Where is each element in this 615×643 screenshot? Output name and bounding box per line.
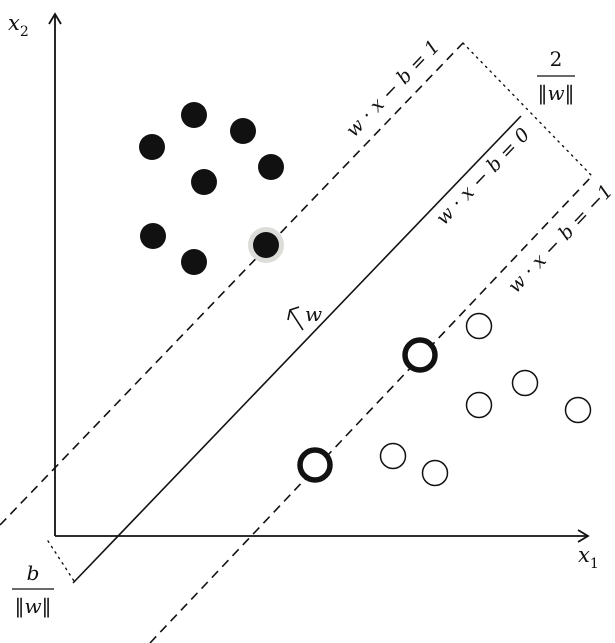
svg-text:‖w‖: ‖w‖ — [537, 81, 574, 106]
positive-point — [139, 134, 165, 160]
positive-point — [230, 118, 256, 144]
y-axis-label: x2 — [8, 11, 29, 40]
negative-point — [379, 442, 407, 470]
negative-class-points — [297, 312, 592, 487]
lower-margin-line — [149, 175, 593, 643]
margin-width-fraction: 2 ‖w‖ — [537, 47, 575, 106]
negative-point — [564, 396, 592, 424]
positive-point — [140, 223, 166, 249]
negative-support-vector — [402, 337, 438, 373]
x-axis-label: x1 — [578, 543, 599, 572]
svg-text:‖w‖: ‖w‖ — [14, 594, 51, 619]
lower-margin-label: w · x − b = −1 — [504, 180, 615, 297]
x-axis-arrowhead — [577, 529, 590, 543]
positive-point — [181, 102, 207, 128]
positive-point — [181, 249, 207, 275]
normal-vector — [287, 306, 304, 331]
svg-text:b: b — [27, 561, 40, 585]
upper-margin-line — [0, 42, 464, 526]
hyperplane-label: w · x − b = 0 — [432, 124, 535, 230]
normal-vector-label: w — [305, 302, 322, 326]
negative-point — [511, 369, 539, 397]
positive-point — [191, 169, 217, 195]
negative-point — [465, 312, 493, 340]
hyperplane-line — [72, 115, 522, 584]
margin-width-connector — [462, 42, 593, 177]
positive-class-points — [139, 102, 284, 275]
y-axis-arrowhead — [48, 12, 62, 25]
offset-connector — [47, 540, 77, 585]
svg-text:2: 2 — [550, 47, 563, 71]
negative-point — [465, 391, 493, 419]
negative-support-vector — [297, 447, 333, 483]
positive-support-vector — [253, 232, 279, 258]
offset-fraction: b ‖w‖ — [12, 561, 54, 619]
negative-point — [421, 459, 449, 487]
axes — [48, 12, 590, 543]
upper-margin-label: w · x − b = 1 — [342, 36, 445, 142]
positive-point — [258, 154, 284, 180]
